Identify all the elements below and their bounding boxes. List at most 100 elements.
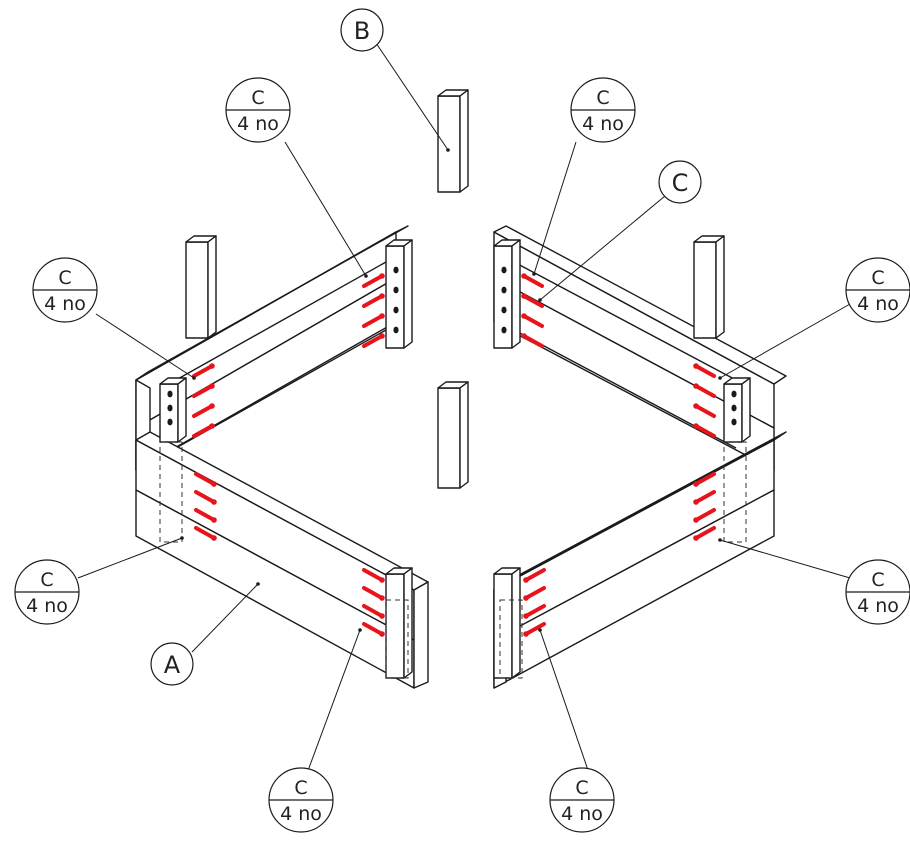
screw	[694, 364, 716, 378]
screw-head	[379, 293, 385, 299]
bubble-part-label: C	[672, 169, 689, 197]
bubble-part-label: C	[251, 87, 264, 109]
bubble-part-label: B	[354, 17, 370, 45]
screw-holes	[167, 266, 737, 426]
left-lower-cleat-front	[385, 573, 405, 679]
corner-posts	[159, 89, 751, 679]
callout-c-bottom-right: C4 no	[549, 767, 615, 833]
bubble-part-label: C	[58, 267, 71, 289]
screws	[192, 273, 716, 637]
screw	[694, 404, 716, 418]
screw	[522, 314, 544, 328]
screw	[694, 424, 716, 438]
leader-arrow	[538, 298, 542, 302]
left-upper-board-edge	[135, 225, 409, 381]
bubble-circle	[658, 160, 702, 204]
post-b-top-front	[437, 95, 461, 193]
screw	[522, 274, 544, 288]
screw-hole	[501, 326, 507, 334]
callout-b: B	[340, 8, 384, 52]
bubble-part-label: C	[596, 87, 609, 109]
screw-head	[523, 595, 529, 601]
right-upper-inner-line	[513, 261, 737, 381]
screw	[524, 622, 546, 636]
leader-line	[373, 39, 449, 151]
bubble-quantity-label: 4 no	[582, 113, 624, 135]
bubble-part-label: C	[294, 777, 307, 799]
screw-head	[211, 481, 217, 487]
screw	[192, 424, 214, 438]
leader-arrow	[358, 628, 362, 632]
bubble-circle	[340, 8, 384, 52]
screw	[694, 508, 716, 522]
screw	[194, 526, 216, 540]
bubble-quantity-label: 4 no	[237, 113, 279, 135]
screw-head	[379, 577, 385, 583]
leader-arrow	[532, 272, 536, 276]
screw-head	[523, 631, 529, 637]
hidden-cleat-outline	[385, 599, 409, 679]
leader-line	[539, 629, 591, 777]
screw-head	[379, 313, 385, 319]
leader-line	[77, 537, 183, 579]
left-upper-inner-line	[175, 261, 387, 381]
post-right-side	[715, 235, 725, 339]
leader-line	[191, 583, 259, 653]
screw-hole	[731, 404, 737, 412]
leader-arrow	[718, 538, 722, 542]
post-center-side	[459, 381, 469, 489]
bubble-part-label: C	[871, 267, 884, 289]
screw	[194, 472, 216, 486]
post-left-side	[207, 235, 217, 339]
bubble-part-label: C	[871, 569, 884, 591]
screw-head	[379, 273, 385, 279]
screw-head	[693, 535, 699, 541]
screw-head	[693, 383, 699, 389]
screw	[362, 622, 384, 636]
hidden-cleat-outline	[159, 441, 183, 543]
screw	[362, 586, 384, 600]
leader-line	[539, 195, 666, 301]
leader-line	[305, 629, 361, 777]
screw	[194, 508, 216, 522]
left-upper-cleat-side	[403, 239, 413, 349]
callout-c-single: C	[658, 160, 702, 204]
leader-arrow	[364, 274, 368, 278]
screw-head	[521, 293, 527, 299]
leader-line	[719, 303, 851, 379]
screw-head	[693, 363, 699, 369]
leader-arrow	[256, 582, 260, 586]
wooden-boards	[135, 225, 787, 689]
screw-head	[523, 613, 529, 619]
hidden-cleat-outline	[723, 441, 747, 543]
screw	[524, 568, 546, 582]
screw	[362, 604, 384, 618]
leader-arrow	[192, 376, 196, 380]
leader-arrow	[180, 536, 184, 540]
hidden-lines	[159, 441, 747, 679]
screw-head	[211, 535, 217, 541]
screw-hole	[167, 390, 173, 398]
leader-arrow	[538, 628, 542, 632]
screw-head	[521, 333, 527, 339]
screw-head	[693, 499, 699, 505]
callout-c-top-left: C 4 no	[225, 77, 291, 143]
screw	[694, 490, 716, 504]
screw-hole	[393, 306, 399, 314]
screw	[192, 404, 214, 418]
right-lower-cleat-side	[511, 567, 521, 679]
screw-hole	[167, 418, 173, 426]
bubble-quantity-label: 4 no	[561, 803, 603, 825]
screw	[522, 294, 544, 308]
leader-line	[719, 539, 851, 579]
bubble-quantity-label: 4 no	[857, 595, 899, 617]
hidden-cleat-outline	[499, 599, 523, 679]
left-lower-board-end	[413, 581, 429, 689]
bubble-circle	[150, 642, 194, 686]
right-corner-cleat-side	[741, 377, 751, 443]
screw	[524, 604, 546, 618]
screw	[362, 294, 384, 308]
screw-hole	[501, 266, 507, 274]
screw	[362, 274, 384, 288]
